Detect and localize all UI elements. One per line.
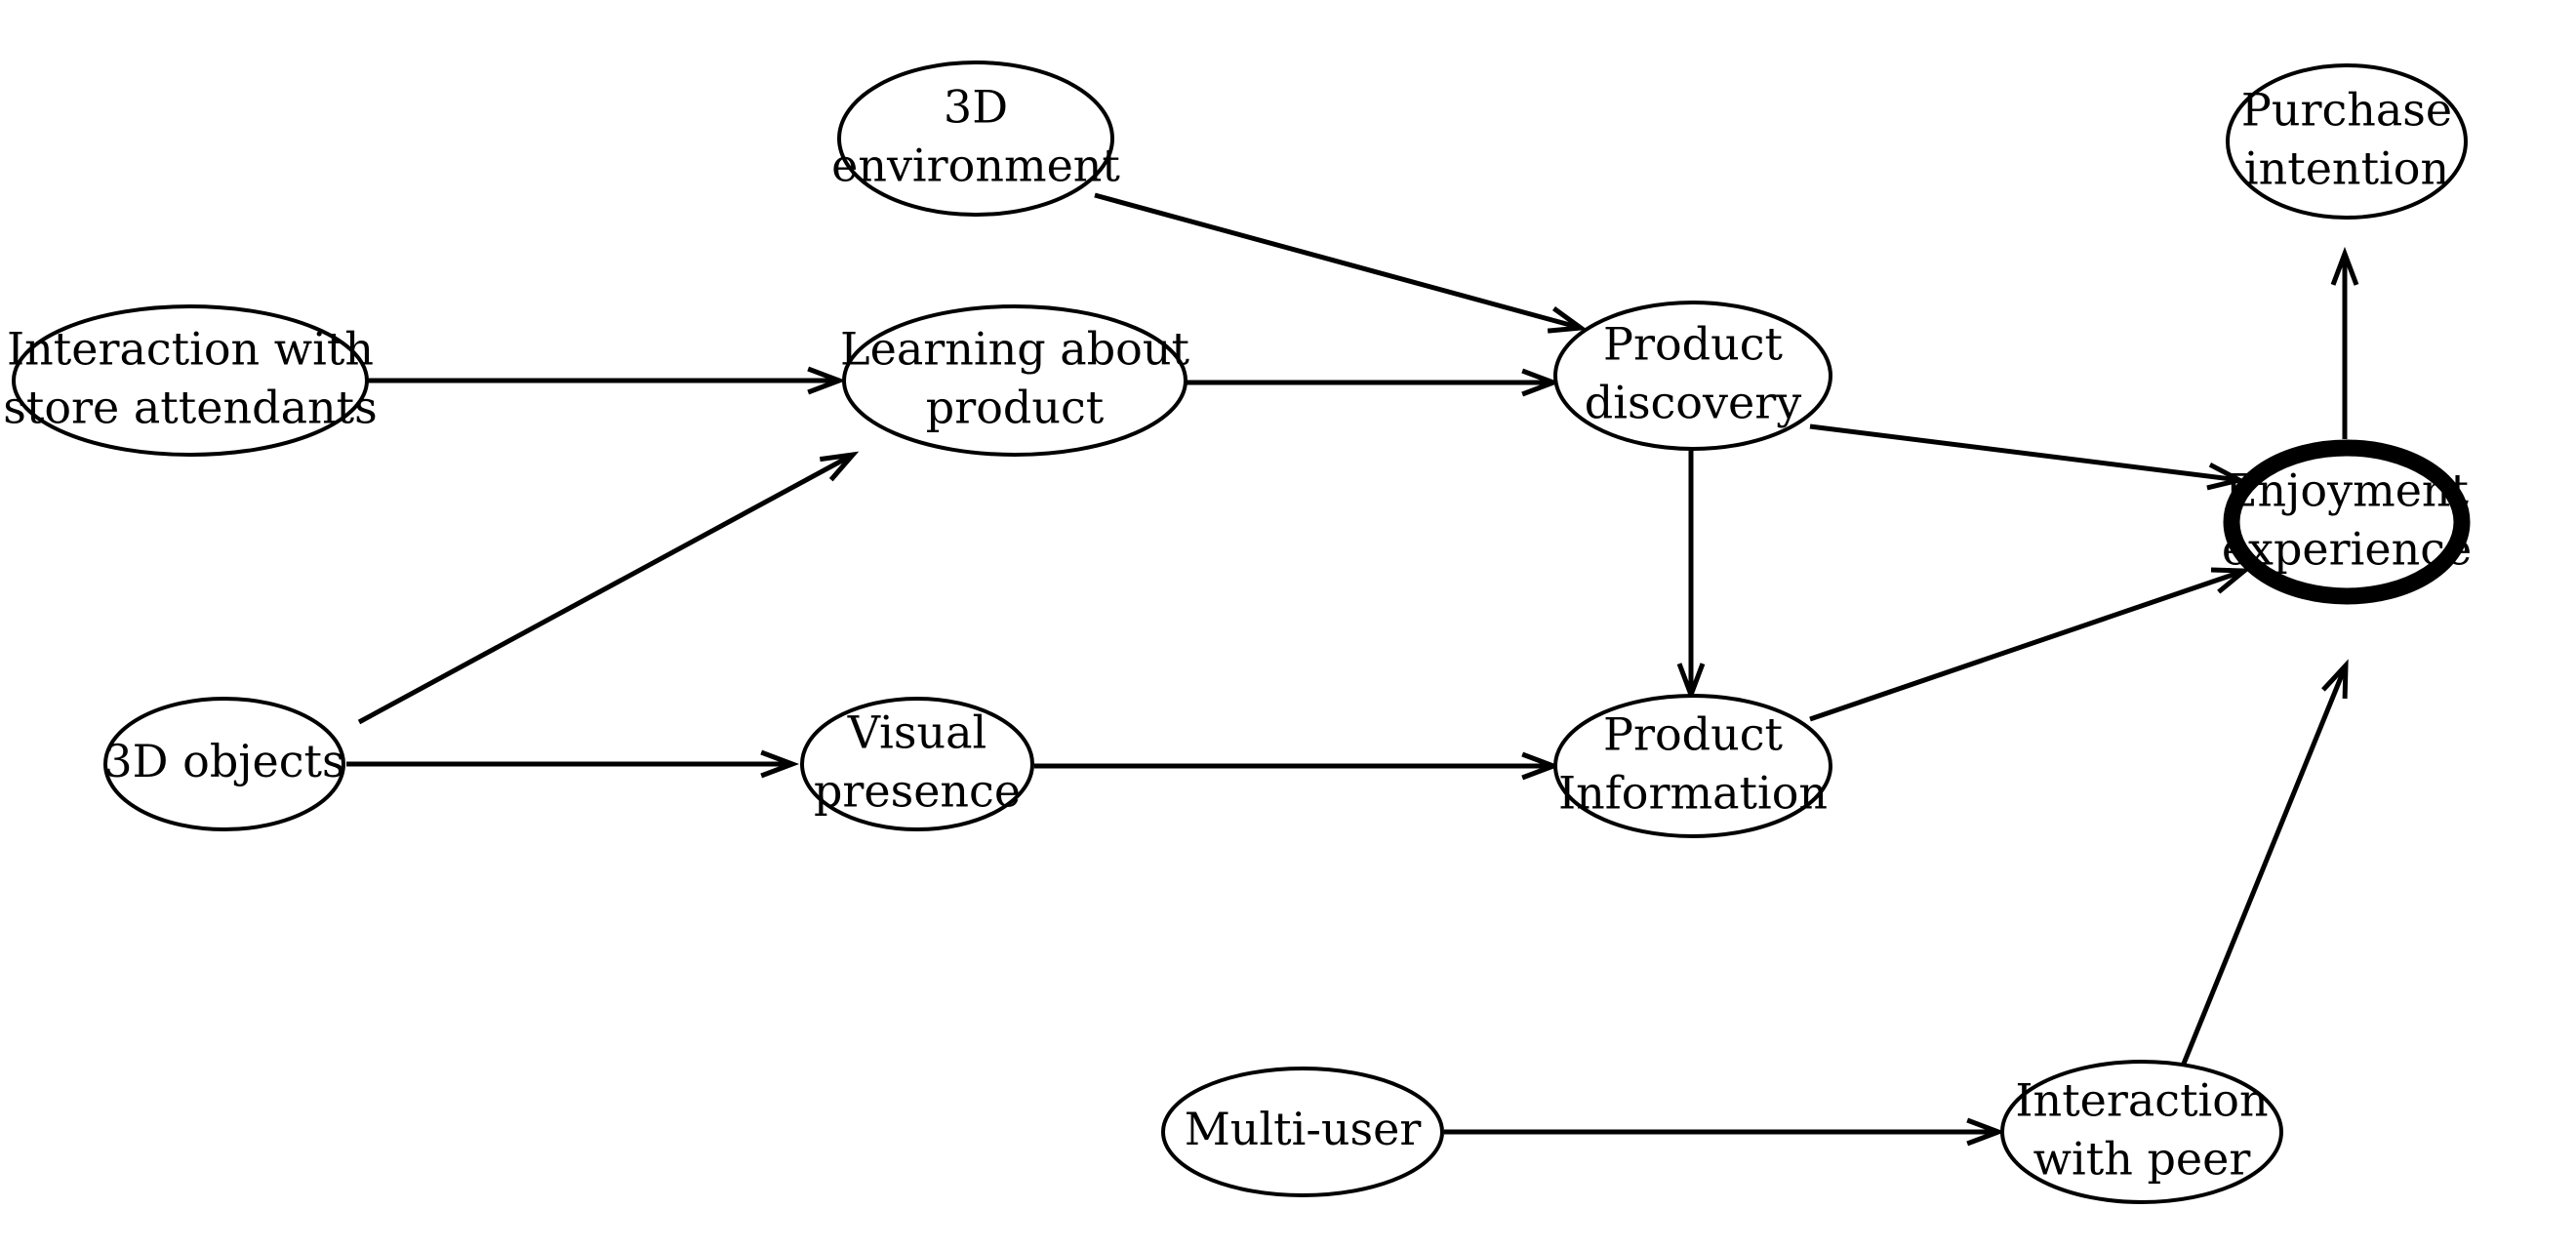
arrowhead-icon <box>2210 567 2251 594</box>
arrowhead-icon <box>2321 659 2349 700</box>
node-ellipse[interactable] <box>103 697 345 831</box>
node-label: 3D environment <box>831 80 1120 191</box>
node-label-line1: Enjoyment <box>2225 463 2470 516</box>
edge-attendants-to-learning <box>368 366 847 395</box>
node-label-line1: Learning about <box>840 322 1189 375</box>
node-product-discovery[interactable]: Product discovery <box>1553 301 1832 451</box>
node-label-line2: presence <box>814 764 1021 817</box>
node-label-line1: Product <box>1603 317 1783 370</box>
edges-layer <box>346 192 2359 1147</box>
edge-learning-to-discovery <box>1187 368 1561 397</box>
edge-information-to-enjoyment <box>1809 567 2251 722</box>
node-label: Enjoyment experience <box>2222 463 2472 575</box>
arrowhead-icon <box>1521 368 1561 397</box>
node-label-line1: Purchase <box>2241 83 2452 136</box>
edge-line <box>357 452 855 725</box>
node-learning-about-product[interactable]: Learning about product <box>840 304 1189 457</box>
node-label-line2: store attendants <box>3 381 377 433</box>
node-ellipse[interactable] <box>1553 301 1832 451</box>
node-three-d-objects[interactable]: 3D objects <box>103 697 345 831</box>
node-label-line2: with peer <box>2033 1132 2251 1185</box>
node-ellipse[interactable] <box>2000 1060 2283 1204</box>
node-ellipse[interactable] <box>842 304 1187 457</box>
node-label-line1: Visual <box>847 705 987 758</box>
node-label: Visual presence <box>814 705 1021 817</box>
edge-line <box>1809 568 2245 722</box>
arrowhead-icon <box>2330 246 2359 286</box>
edge-enjoyment-to-purchase <box>2330 246 2359 439</box>
node-label: Multi-user <box>1185 1103 1422 1155</box>
edge-line <box>2181 665 2349 1065</box>
node-label: Interaction with store attendants <box>3 322 377 433</box>
nodes-layer: Interaction with store attendants 3D enviro… <box>3 60 2472 1204</box>
edge-multiuser-to-peer <box>1444 1117 2006 1147</box>
node-label: Product discovery <box>1585 317 1801 428</box>
node-label-line1: Interaction <box>2015 1073 2268 1126</box>
node-label-line1: Multi-user <box>1185 1103 1422 1155</box>
arrowhead-icon <box>760 749 800 779</box>
node-ellipse[interactable] <box>837 60 1114 217</box>
node-label-line2: product <box>926 381 1105 433</box>
node-label-line2: experience <box>2222 522 2472 575</box>
node-interaction-store-attendants[interactable]: Interaction with store attendants <box>3 304 378 457</box>
node-enjoyment-experience[interactable]: Enjoyment experience <box>2222 439 2472 605</box>
arrowhead-icon <box>1547 306 1588 334</box>
arrowhead-icon <box>2206 462 2247 491</box>
edge-3dobjects-to-visual <box>346 749 800 779</box>
edge-discovery-to-enjoyment <box>1809 423 2247 491</box>
node-label-line2: discovery <box>1585 376 1801 428</box>
node-ellipse[interactable] <box>12 304 369 457</box>
node-label: Learning about product <box>840 322 1189 433</box>
node-ellipse[interactable] <box>2226 63 2468 220</box>
node-label-line1: 3D <box>944 80 1008 133</box>
node-ellipse[interactable] <box>1161 1067 1444 1197</box>
node-visual-presence[interactable]: Visual presence <box>800 697 1034 831</box>
arrowhead-icon <box>1966 1117 2006 1147</box>
arrowhead-icon <box>819 451 860 482</box>
arrowhead-icon <box>807 366 847 395</box>
node-multi-user[interactable]: Multi-user <box>1161 1067 1444 1197</box>
node-label: Interaction with peer <box>2015 1073 2268 1185</box>
node-label-line2: Information <box>1558 766 1828 819</box>
edge-line <box>1809 423 2240 483</box>
node-label-line1: Product <box>1603 707 1783 760</box>
node-label-line1: Interaction with <box>7 322 374 375</box>
edge-3denv-to-discovery <box>1094 192 1588 334</box>
edge-discovery-to-information <box>1676 451 1706 703</box>
node-interaction-with-peer[interactable]: Interaction with peer <box>2000 1060 2283 1204</box>
node-label: 3D objects <box>103 735 344 787</box>
node-ellipse[interactable] <box>2223 439 2471 605</box>
node-label-line2: environment <box>831 139 1120 191</box>
edge-3dobjects-to-learning <box>357 451 860 725</box>
node-label-line2: intention <box>2244 141 2449 194</box>
node-ellipse[interactable] <box>1553 694 1832 838</box>
node-three-d-environment[interactable]: 3D environment <box>831 60 1120 217</box>
node-label-line1: 3D objects <box>103 735 344 787</box>
node-ellipse[interactable] <box>800 697 1034 831</box>
edge-visual-to-information <box>1034 751 1561 781</box>
edge-line <box>1094 192 1582 331</box>
edge-peer-to-enjoyment <box>2181 659 2349 1065</box>
